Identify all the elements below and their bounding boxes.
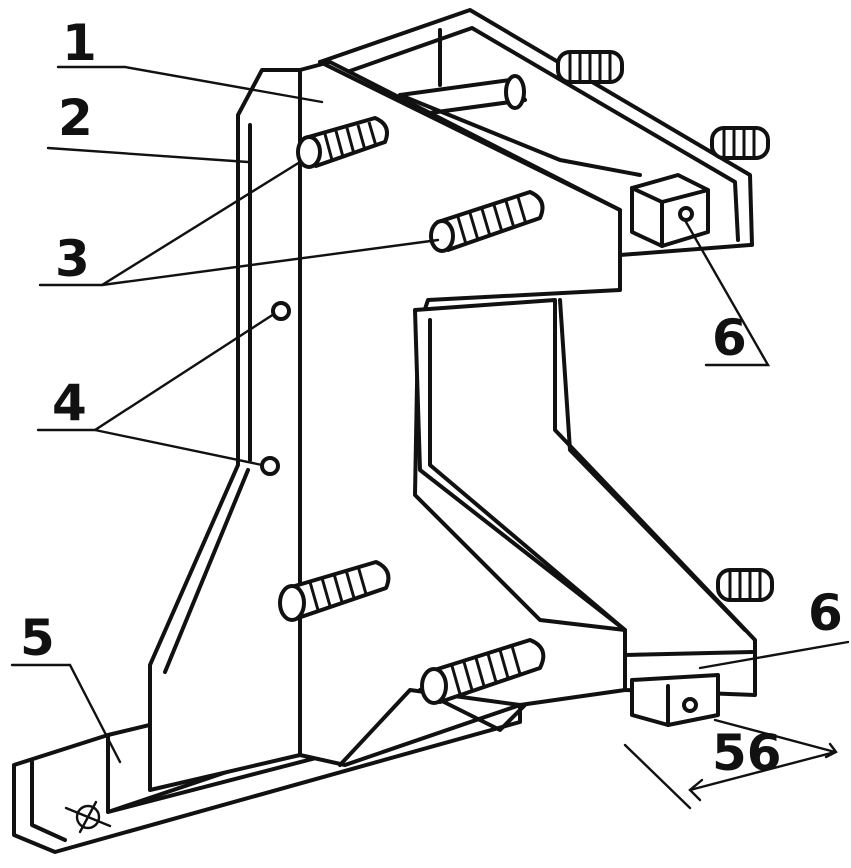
callout-3: 3 <box>55 230 90 288</box>
dimension-value: 56 <box>712 724 782 782</box>
callout-4: 4 <box>52 374 87 432</box>
side-plate <box>148 68 302 792</box>
stud-lower-right <box>420 638 546 705</box>
rear-frame <box>318 8 754 257</box>
callout-6-lower: 6 <box>808 584 843 642</box>
back-stud-lower <box>716 568 774 602</box>
hole-lower <box>260 456 280 476</box>
back-stud-upper <box>556 50 624 84</box>
back-stud-right <box>710 126 770 160</box>
clamp-block-upper <box>630 173 710 248</box>
stud-upper-left <box>296 116 389 169</box>
clamp-block-lower <box>630 673 720 727</box>
leader-lines <box>10 65 850 764</box>
bent-arm <box>338 298 757 767</box>
callout-1: 1 <box>62 14 97 72</box>
stud-upper-right <box>429 190 545 253</box>
callout-2: 2 <box>58 89 93 147</box>
callout-5: 5 <box>20 609 55 667</box>
dimension-56: 56 <box>623 718 838 810</box>
callout-6-upper: 6 <box>712 309 747 367</box>
stud-lower-left <box>278 560 391 622</box>
hole-upper <box>271 301 291 321</box>
